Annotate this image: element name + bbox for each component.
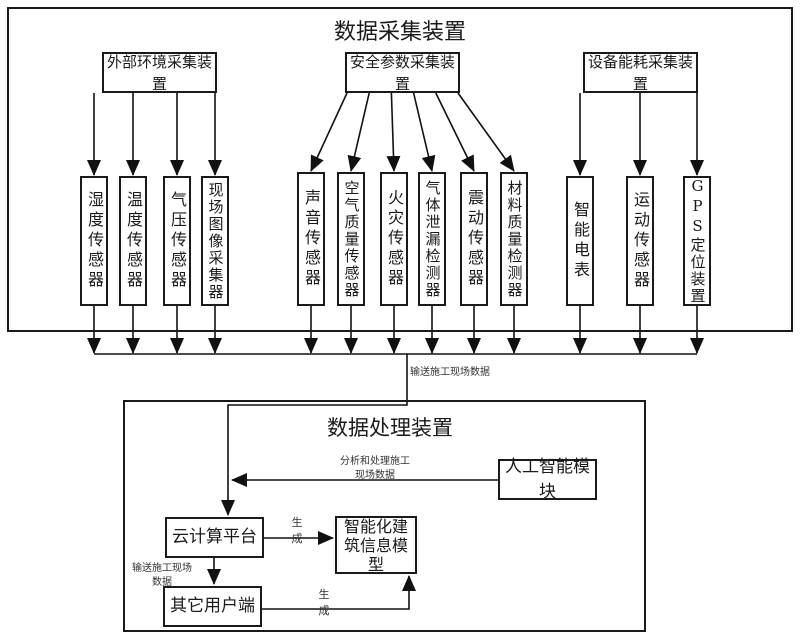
sensor-box: 气体泄漏检测器 [418,172,446,306]
sensor-box: 智能电表 [566,176,594,306]
users-to-bim-label: 生成 [318,588,330,617]
sensor-label: 震动传感器 [465,189,484,289]
ai-edge-label: 分析和处理施工现场数据 [340,456,410,481]
group-to-sensor-arrow [347,92,370,172]
data-collection-frame [7,7,793,332]
group-box-external-environment: 外部环境采集装置 [102,52,217,93]
ai-module-box: 人工智能模块 [498,457,597,502]
sensor-label: 现场图像采集器 [206,181,225,301]
group-to-sensor-arrow [386,92,401,172]
sensor-box: 湿度传感器 [80,176,108,306]
group-box-safety-parameters: 安全参数采集装置 [345,52,460,93]
sensor-box: 温度传感器 [119,176,147,306]
bim-model-box: 智能化建筑信息模型 [335,516,417,574]
sensor-box: GPS定位装置 [683,176,711,306]
other-user-terminal-box: 其它用户端 [163,586,262,627]
sensor-box: 材料质量检测器 [500,172,528,306]
sensor-label: GPS定位装置 [688,177,707,305]
sensor-box: 震动传感器 [460,172,488,306]
sensor-box: 现场图像采集器 [201,176,229,306]
sensor-label: 运动传感器 [631,191,650,291]
sensor-box: 火灾传感器 [380,172,408,306]
cloud-platform-box: 云计算平台 [165,517,264,558]
sensor-label: 声音传感器 [302,189,321,289]
cloud-to-bim-label: 生成 [291,516,303,545]
sensor-label: 温度传感器 [124,191,143,291]
data-collection-title: 数据采集装置 [333,20,466,45]
sensor-label: 火灾传感器 [385,189,404,289]
sensor-label: 气体泄漏检测器 [423,179,442,299]
sensor-label: 智能电表 [571,201,590,281]
sensor-box: 运动传感器 [626,176,654,306]
sensor-box: 声音传感器 [297,172,325,306]
sensor-box: 空气质量传感器 [337,172,365,306]
bus-to-cloud-arrow [221,354,408,516]
group-to-sensor-arrow [412,92,436,172]
group-to-sensor-arrow [457,92,515,172]
sensor-label: 材料质量检测器 [505,179,524,299]
sensor-label: 湿度传感器 [85,191,104,291]
sensor-label: 空气质量传感器 [342,179,361,299]
group-to-sensor-arrow [310,92,348,172]
group-to-sensor-arrow [435,92,475,172]
sensor-label: 气压传感器 [168,191,187,291]
data-processing-title: 数据处理装置 [327,416,453,440]
data-processing-frame [123,400,646,632]
group-box-equipment-energy: 设备能耗采集装置 [583,52,698,93]
sensor-box: 气压传感器 [163,176,191,306]
users-to-bim-arrow [262,575,416,610]
transfer-data-label: 输送施工现场数据 [410,367,490,378]
cloud-to-users-label: 输送施工现场数据 [132,563,192,588]
